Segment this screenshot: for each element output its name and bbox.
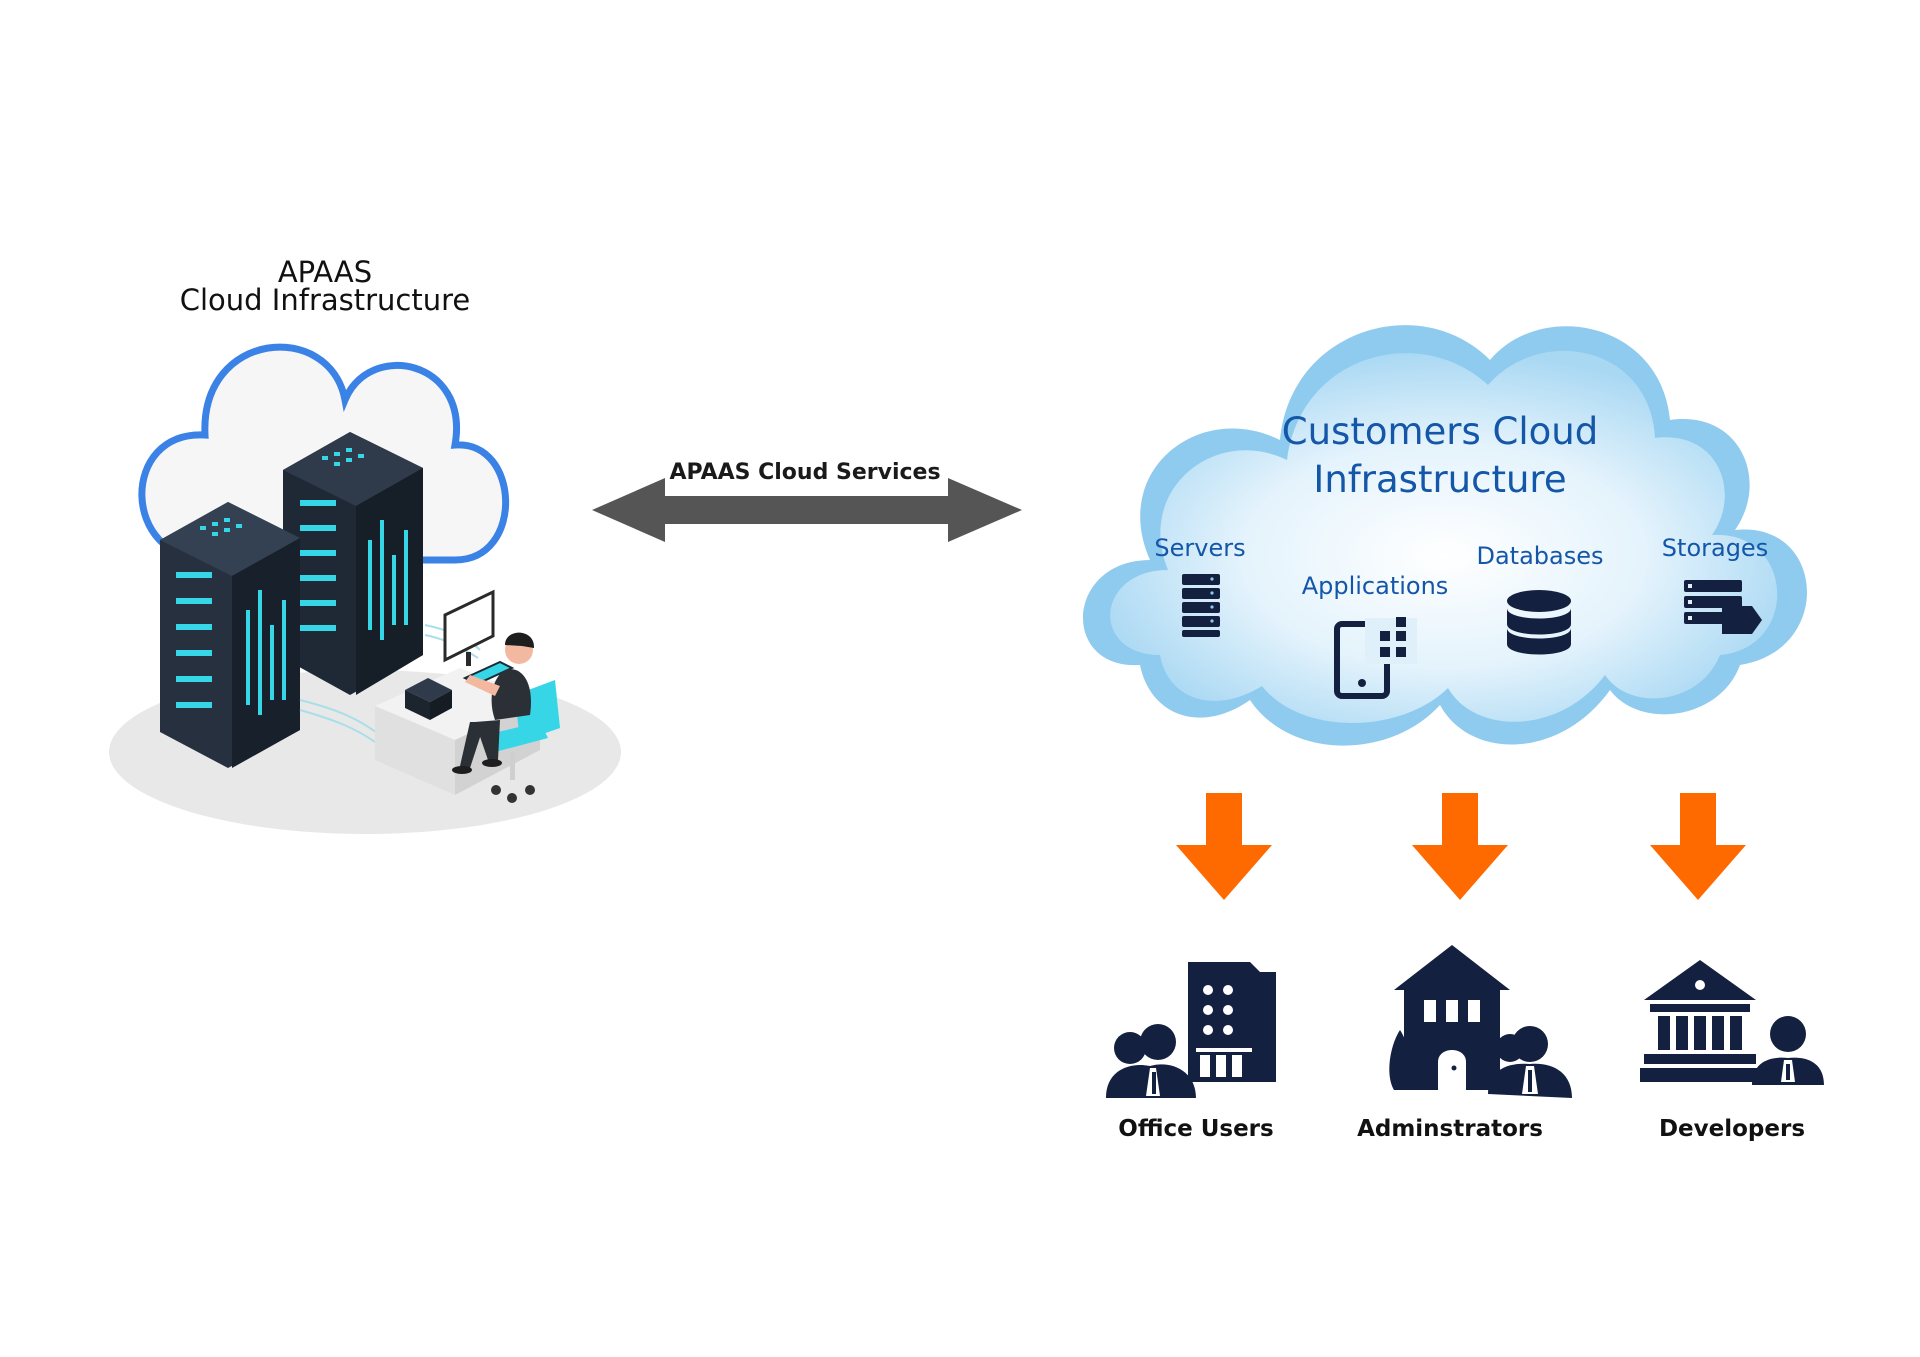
apaas-title: APAAS Cloud Infrastructure [130, 255, 520, 317]
server-rack-back-icon [283, 432, 423, 695]
person-at-desk-icon [452, 632, 560, 803]
down-arrow-icon [1412, 793, 1508, 900]
databases-label: Databases [1476, 542, 1604, 570]
house-administrators-icon [1389, 945, 1572, 1098]
customer-cloud-shape [1082, 325, 1807, 746]
administrators-label: Adminstrators [1357, 1116, 1543, 1142]
institution-developers-icon [1640, 960, 1824, 1085]
customer-cloud-title: Customers Cloud Infrastructure [1230, 408, 1650, 504]
double-arrow-icon [592, 478, 1022, 542]
storage-icon [1684, 580, 1762, 634]
apaas-cloud-services-label: APAAS Cloud Services [669, 460, 941, 485]
apaas-title-line2: Cloud Infrastructure [179, 283, 471, 317]
down-arrow-icon [1176, 793, 1272, 900]
office-users-label: Office Users [1118, 1116, 1274, 1142]
customer-cloud-title-line2: Infrastructure [1313, 458, 1567, 501]
server-rack-front-icon [160, 502, 300, 768]
server-rack-icon [1182, 574, 1220, 637]
developers-label: Developers [1658, 1116, 1806, 1142]
database-icon [1507, 590, 1571, 655]
device-box-icon [405, 678, 452, 720]
applications-label: Applications [1301, 572, 1449, 600]
storages-label: Storages [1661, 534, 1769, 562]
office-building-users-icon [1106, 962, 1276, 1098]
apaas-title-line1: APAAS [277, 255, 373, 289]
monitor-icon [443, 589, 495, 666]
servers-label: Servers [1154, 534, 1246, 562]
application-tablet-icon [1334, 617, 1417, 699]
down-arrow-icon [1650, 793, 1746, 900]
customer-cloud-title-line1: Customers Cloud [1281, 410, 1599, 453]
